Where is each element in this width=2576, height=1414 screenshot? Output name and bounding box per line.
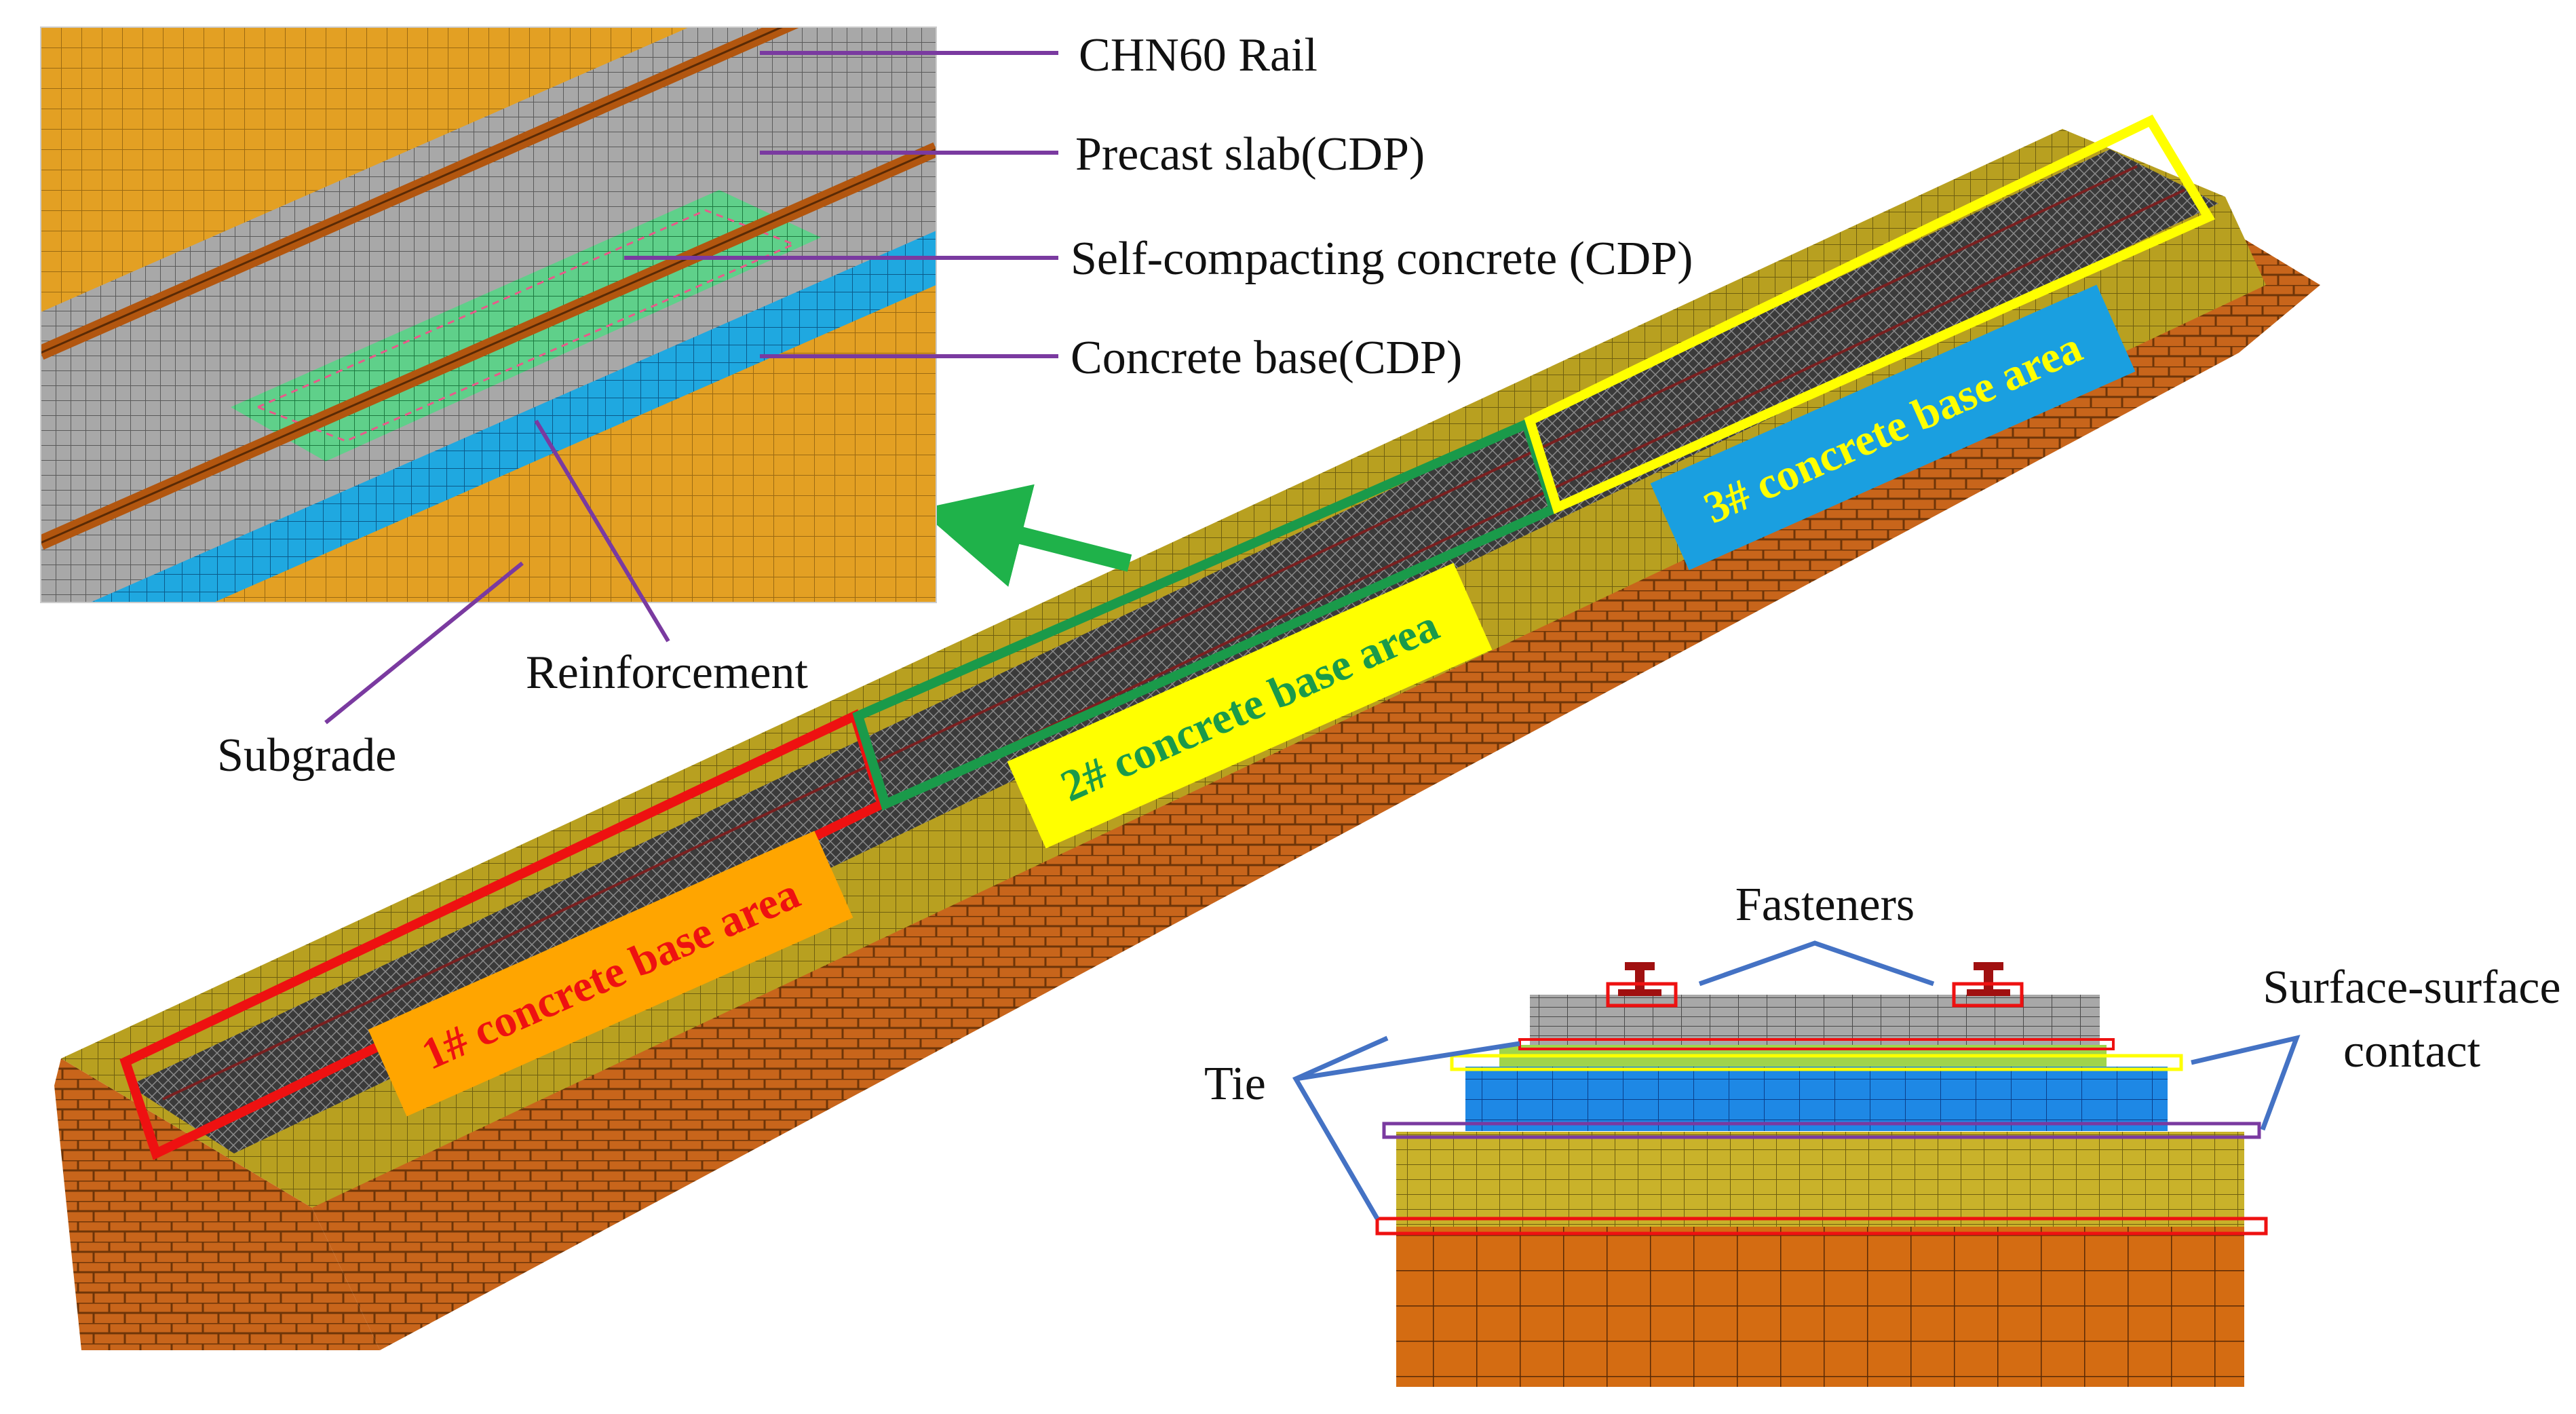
section-leaders — [1292, 940, 2301, 1220]
label-reinforcement: Reinforcement — [526, 647, 808, 699]
label-scc: Self-compacting concrete (CDP) — [1071, 233, 1693, 285]
cross-section — [1375, 962, 2268, 1387]
label-contact-line2: contact — [2343, 1025, 2481, 1077]
section-precast-slab — [1530, 995, 2100, 1045]
area-3-frame — [1524, 114, 2216, 514]
fastener-box-left — [1606, 982, 1678, 1008]
section-rail-right — [1967, 962, 2010, 996]
section-rail-left — [1618, 962, 1661, 996]
inset-rebar — [255, 209, 796, 442]
detail-inset — [40, 26, 937, 603]
label-subgrade: Subgrade — [217, 729, 396, 782]
label-contact-line1: Surface-surface — [2263, 961, 2560, 1014]
contact-box-base — [1382, 1122, 2261, 1139]
inset-leaders — [324, 51, 1058, 725]
contact-box-scc — [1450, 1054, 2183, 1071]
section-concrete-base — [1465, 1067, 2168, 1131]
rail-line-1 — [162, 165, 2138, 1101]
section-embankment — [1396, 1227, 2244, 1387]
label-fasteners: Fasteners — [1735, 879, 1915, 931]
fastener-box-right — [1952, 982, 2024, 1008]
zoom-arrow — [919, 484, 1132, 587]
track-strip — [129, 149, 2218, 1153]
section-subgrade — [1396, 1132, 2244, 1227]
tie-box-subgrade — [1375, 1217, 2268, 1236]
label-tie: Tie — [1204, 1058, 1266, 1110]
embankment-front-face — [54, 1058, 380, 1350]
label-rail: CHN60 Rail — [1079, 29, 1318, 81]
label-concrete-base: Concrete base(CDP) — [1071, 332, 1462, 384]
label-precast-slab: Precast slab(CDP) — [1075, 128, 1425, 180]
